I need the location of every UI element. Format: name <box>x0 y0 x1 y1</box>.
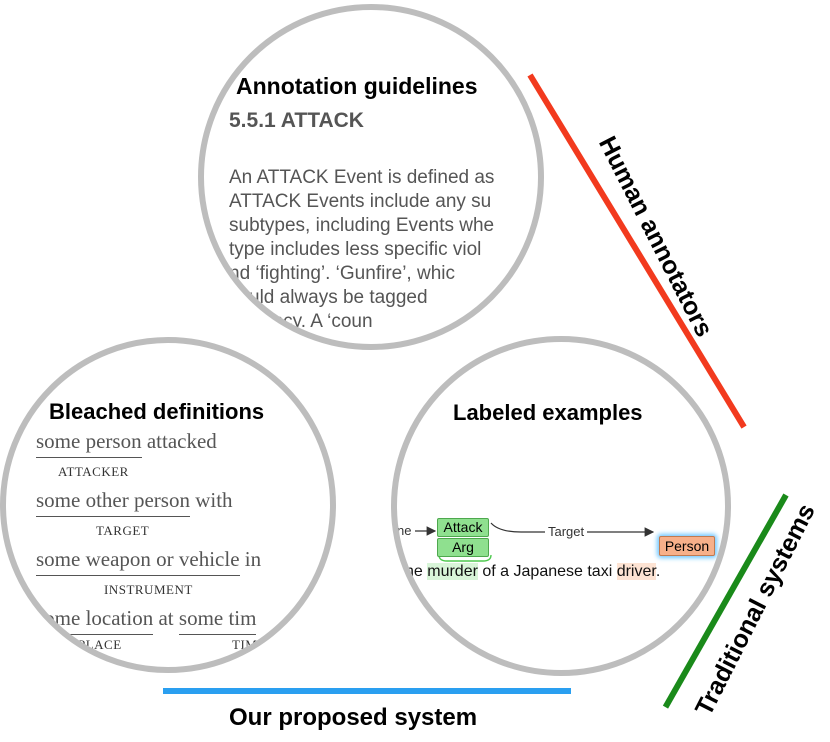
bleached-row: some other person with <box>36 488 233 517</box>
bleached-phrase: some location <box>36 606 154 635</box>
proposed-system-label: Our proposed system <box>229 704 478 731</box>
bleached-definitions-title: Bleached definitions <box>49 399 265 424</box>
sentence-part: of a Japanese taxi <box>477 563 617 580</box>
sentence-trigger: murder <box>427 563 478 580</box>
bleached-role: PLACE <box>78 637 122 652</box>
bleached-definitions-circle: Bleached definitions some person attacke… <box>0 337 336 673</box>
bleached-rest: attacked <box>141 429 217 453</box>
entity-label-person: Person <box>659 536 715 556</box>
bleached-phrase: some weapon or vehicle <box>36 547 240 576</box>
bleached-role: TIM <box>232 637 258 652</box>
sentence-entity: driver <box>616 563 656 580</box>
labeled-examples-title: Labeled examples <box>453 400 643 425</box>
bleached-row: some weapon or vehicle in <box>36 547 262 576</box>
bleached-role: TARGET <box>96 523 150 538</box>
example-sentence: he murder of a Japanese taxi driver. <box>405 563 660 581</box>
bleached-rest: in <box>239 547 262 571</box>
bleached-row: some location at some tim <box>36 606 257 635</box>
guidelines-line: An ATTACK Event is defined as <box>229 167 495 188</box>
guidelines-line: nd ‘fighting’. ‘Gunfire’, whic <box>229 263 455 284</box>
guidelines-line: subtypes, including Events whe <box>229 215 495 236</box>
trigger-brace <box>438 554 492 562</box>
proposed-system-bar <box>163 688 571 694</box>
annotation-arrows <box>415 522 655 562</box>
guidelines-line: ancy. A ‘coun <box>262 311 373 332</box>
target-arrow <box>490 522 655 537</box>
labeled-examples-circle: Labeled examples ne Attack Arg Target Pe… <box>391 336 731 676</box>
bleached-role: ATTACKER <box>58 464 129 479</box>
bleached-row: some person attacked <box>36 429 217 458</box>
trigger-label-arg: Arg <box>437 538 489 557</box>
human-annotators-label: Human annotators <box>593 131 719 342</box>
bleached-phrase: some other person <box>36 488 190 517</box>
bleached-phrase: some person <box>36 429 142 458</box>
trigger-label-attack: Attack <box>437 518 489 537</box>
guidelines-line: ATTACK Events include any su <box>229 191 492 212</box>
guidelines-line: type includes less specific viol <box>229 239 482 260</box>
guidelines-section-heading: 5.5.1 ATTACK <box>229 109 364 132</box>
sentence-part: he <box>405 563 428 580</box>
bleached-role: INSTRUMENT <box>104 582 193 597</box>
guidelines-line: uld always be tagged <box>249 287 428 308</box>
bleached-rest: at <box>153 606 179 630</box>
left-arrow-label: ne <box>397 523 412 538</box>
bleached-rest: with <box>189 488 233 512</box>
annotation-guidelines-title: Annotation guidelines <box>236 73 478 99</box>
sentence-end: . <box>655 563 661 580</box>
annotation-guidelines-circle: Annotation guidelines 5.5.1 ATTACK An AT… <box>198 4 544 350</box>
bleached-phrase: some tim <box>178 606 257 635</box>
target-edge-label: Target <box>545 524 588 539</box>
